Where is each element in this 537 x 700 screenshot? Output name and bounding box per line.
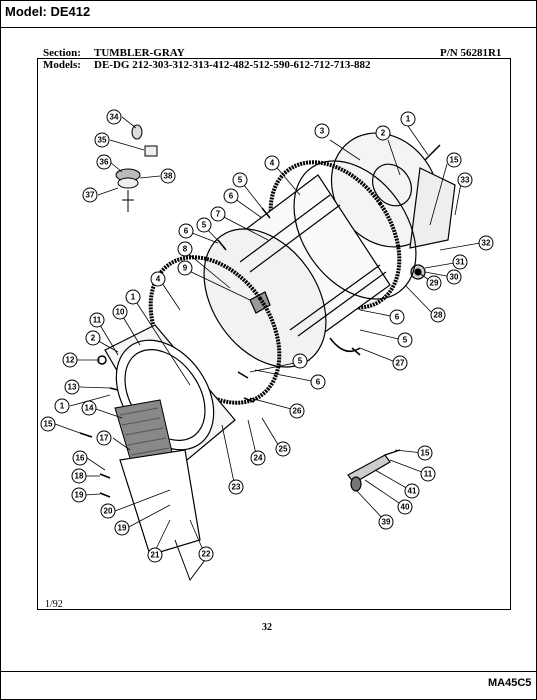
callout-label: 19 (118, 524, 127, 533)
callout-label: 22 (202, 550, 211, 559)
callout-label: 27 (396, 359, 405, 368)
callout-label: 18 (75, 472, 84, 481)
callout-label: 16 (76, 454, 85, 463)
callout-label: 33 (461, 176, 470, 185)
duct-outlet (174, 539, 206, 582)
callout-label: 40 (401, 503, 410, 512)
callout-label: 10 (116, 308, 125, 317)
callout-label: 11 (424, 470, 433, 479)
callout-label: 6 (316, 378, 321, 387)
callout-label: 6 (229, 192, 234, 201)
callout-label: 24 (254, 454, 263, 463)
callout-circles (40, 109, 494, 563)
callout-label: 35 (98, 136, 107, 145)
callout-label: 20 (104, 507, 113, 516)
callout-label: 5 (298, 357, 303, 366)
callout-label: 2 (381, 129, 386, 138)
callout-label: 5 (202, 221, 207, 230)
page-number: 32 (262, 622, 272, 633)
callout-label: 19 (75, 491, 84, 500)
header-divider (0, 27, 537, 28)
callout-label: 41 (408, 487, 417, 496)
callout-label: 7 (216, 210, 221, 219)
callout-label: 1 (131, 293, 136, 302)
callout-label: 37 (86, 191, 95, 200)
callout-label: 1 (60, 402, 65, 411)
callout-label: 26 (293, 407, 302, 416)
callout-label: 30 (450, 273, 459, 282)
callout-label: 15 (421, 449, 430, 458)
callout-label: 5 (403, 336, 408, 345)
callout-numbers: 34 35 36 37 38 3 2 1 15 33 4 5 6 7 6 5 8… (44, 113, 491, 560)
callout-label: 1 (406, 115, 411, 124)
drive-belt (329, 337, 361, 353)
callout-label: 29 (430, 279, 439, 288)
callout-label: 4 (270, 159, 275, 168)
tumbler-drum (203, 160, 417, 368)
document-code: MA45C5 (488, 677, 532, 689)
diagram-box (37, 58, 511, 610)
callout-label: 21 (151, 551, 160, 560)
callout-label: 17 (100, 434, 109, 443)
callout-label: 25 (279, 445, 288, 454)
callout-label: 3 (320, 127, 325, 136)
callout-label: 6 (395, 313, 400, 322)
models-label: Models: (43, 59, 81, 71)
callout-label: 9 (183, 264, 188, 273)
callout-label: 12 (66, 356, 75, 365)
callout-label: 38 (164, 172, 173, 181)
callout-label: 14 (85, 404, 94, 413)
callout-label: 28 (434, 311, 443, 320)
callout-label: 15 (450, 156, 459, 165)
lint-duct (119, 449, 201, 556)
section-label: Section: (43, 47, 81, 59)
callout-label: 39 (382, 518, 391, 527)
callout-label: 5 (238, 176, 243, 185)
callout-label: 2 (91, 334, 96, 343)
footer-divider (0, 671, 537, 672)
callout-label: 31 (456, 258, 465, 267)
drum-roller-assembly (347, 449, 401, 492)
models-value: DE-DG 212-303-312-313-412-482-512-590-61… (94, 59, 371, 71)
part-number: P/N 56281R1 (440, 47, 502, 59)
thermostat-assembly (115, 124, 158, 212)
callout-label: 11 (93, 316, 102, 325)
callout-label: 6 (184, 227, 189, 236)
callout-label: 23 (232, 483, 241, 492)
revision-date: 1/92 (45, 599, 63, 610)
model-title: Model: DE412 (5, 4, 91, 19)
callout-label: 15 (44, 420, 53, 429)
callout-label: 4 (156, 275, 161, 284)
callout-label: 13 (68, 383, 77, 392)
section-value: TUMBLER-GRAY (94, 47, 185, 59)
callout-label: 36 (100, 158, 109, 167)
callout-label: 34 (110, 113, 119, 122)
callout-label: 32 (482, 239, 491, 248)
callout-label: 8 (183, 245, 188, 254)
hardware-screws (79, 144, 441, 498)
